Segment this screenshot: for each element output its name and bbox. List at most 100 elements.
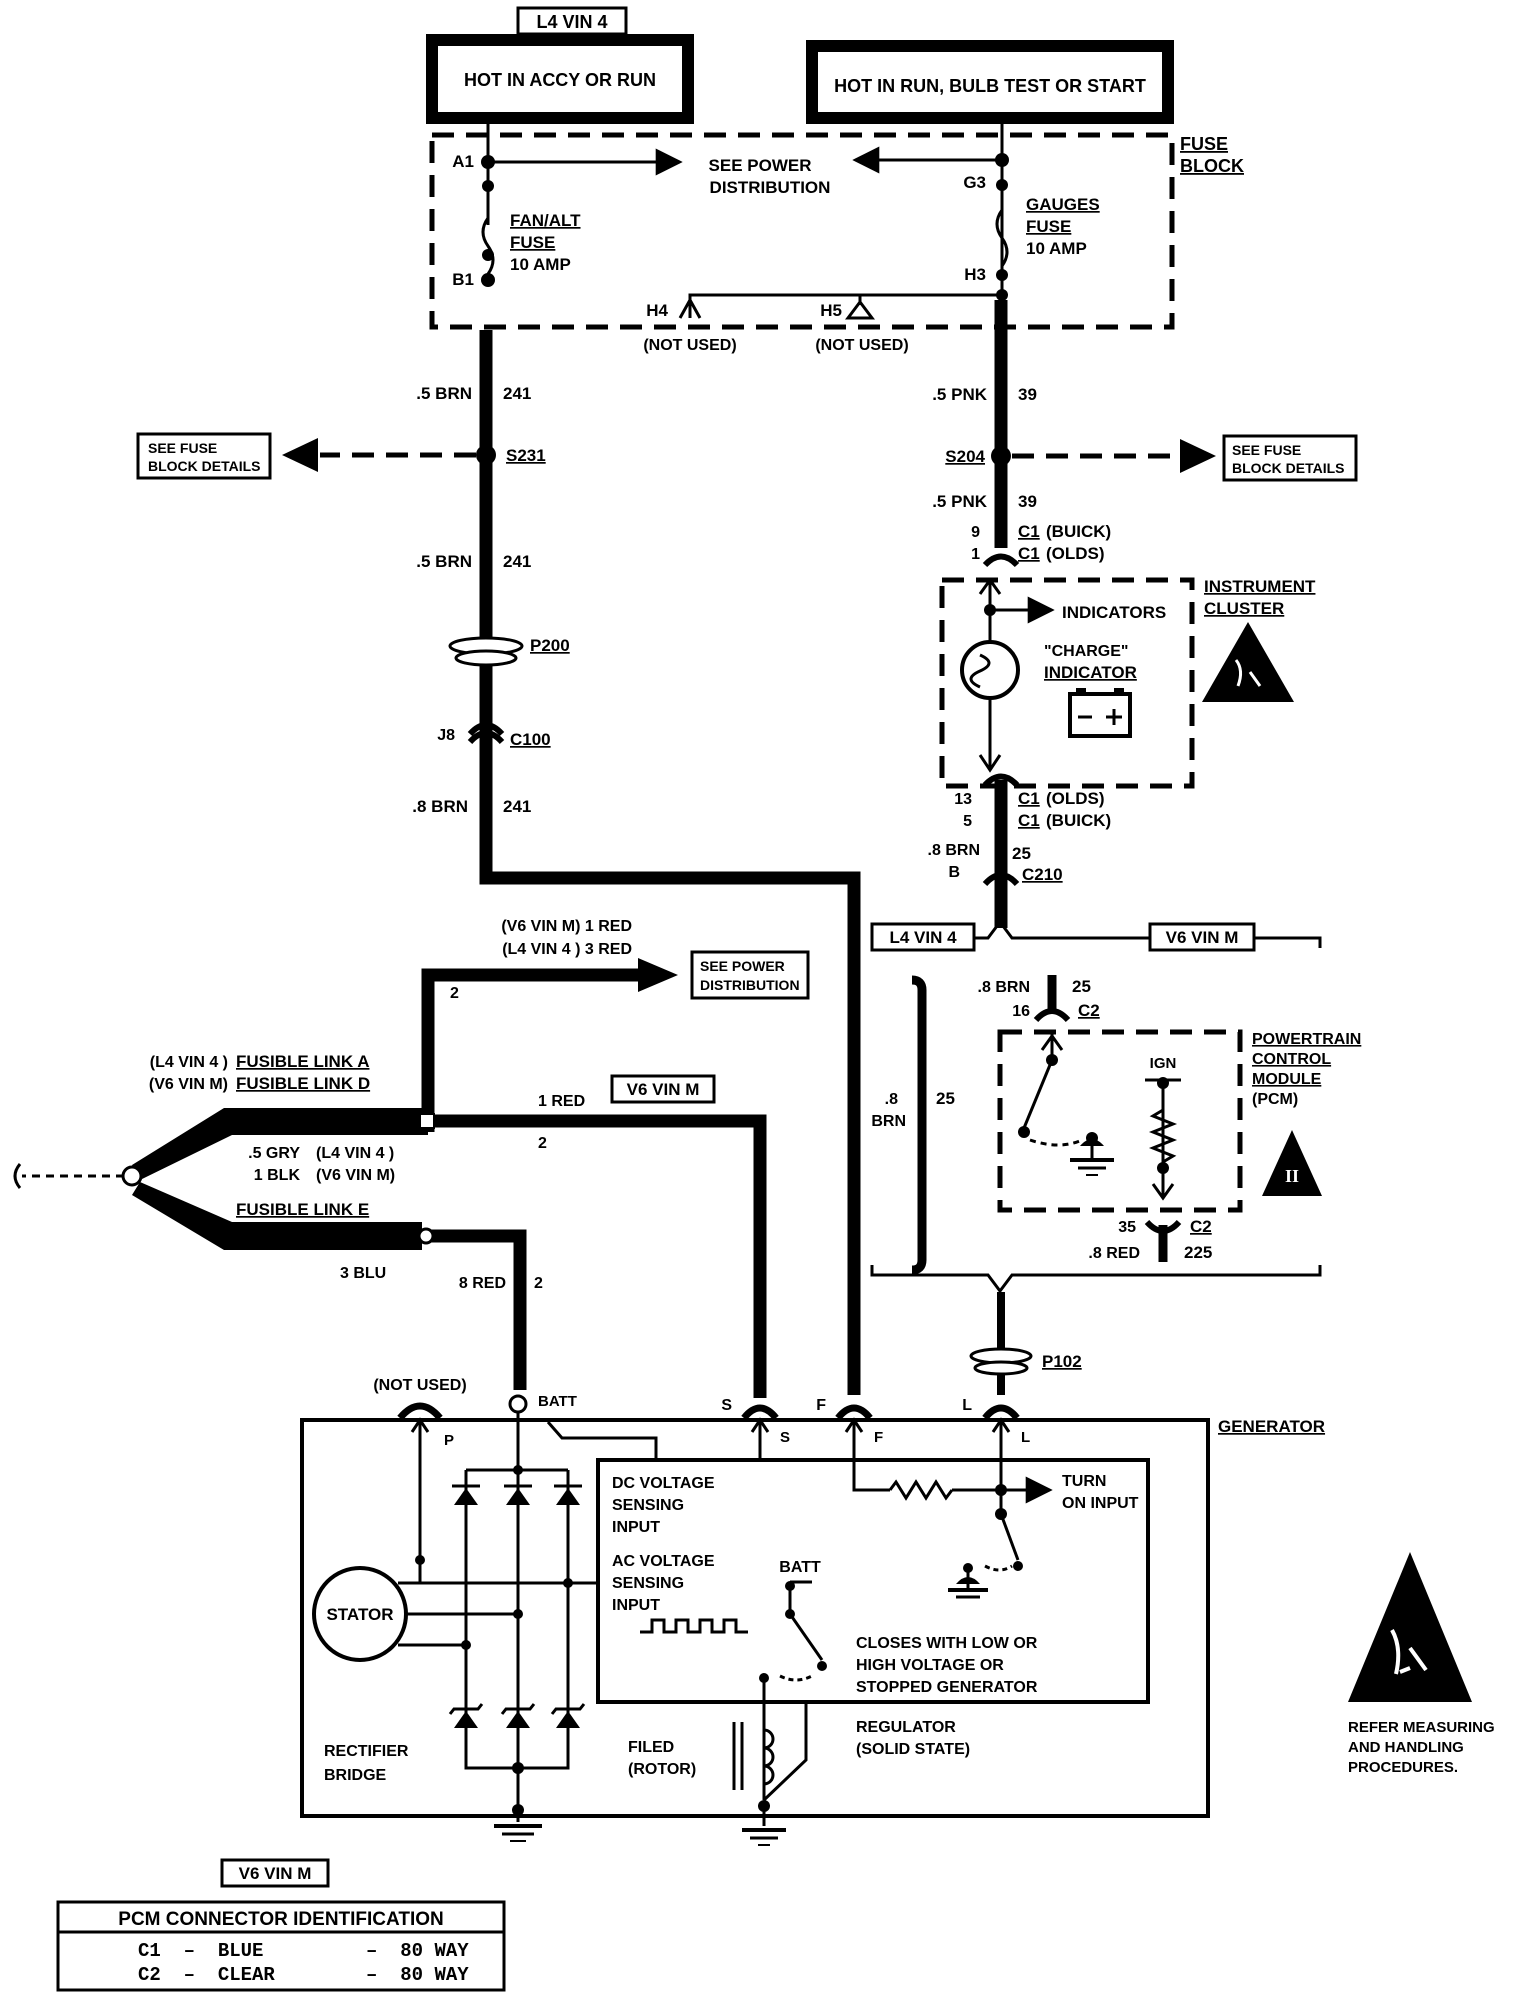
svg-text:CLUSTER: CLUSTER bbox=[1204, 599, 1284, 618]
rectifier-diode-top-2 bbox=[504, 1484, 532, 1505]
svg-text:S: S bbox=[780, 1429, 790, 1446]
svg-text:.5 BRN: .5 BRN bbox=[416, 384, 472, 403]
pcm-id-variant-tag bbox=[220, 1858, 330, 1888]
esd-cluster-icon bbox=[1202, 622, 1294, 702]
svg-text:C1: C1 bbox=[1018, 544, 1040, 563]
svg-text:V6 VIN M: V6 VIN M bbox=[1166, 928, 1239, 947]
svg-text:V6 VIN M: V6 VIN M bbox=[239, 1864, 312, 1883]
fan-alt-fuse-symbol bbox=[481, 217, 495, 275]
svg-text:GENERATOR: GENERATOR bbox=[1218, 1417, 1325, 1436]
c1-top-connector bbox=[982, 553, 1020, 568]
pcm-resistor bbox=[1148, 1108, 1178, 1164]
svg-text:.5 GRY: .5 GRY bbox=[248, 1145, 300, 1162]
turn-on-switch bbox=[999, 1513, 1020, 1561]
svg-text:C1: C1 bbox=[1018, 789, 1040, 808]
svg-text:C210: C210 bbox=[1022, 865, 1063, 884]
battery-connection-icon bbox=[13, 1163, 22, 1189]
svg-text:STOPPED GENERATOR: STOPPED GENERATOR bbox=[856, 1679, 1038, 1696]
svg-text:2: 2 bbox=[534, 1275, 543, 1292]
svg-text:SENSING: SENSING bbox=[612, 1575, 684, 1592]
svg-text:FUSIBLE LINK A: FUSIBLE LINK A bbox=[236, 1052, 369, 1071]
see-fuse-block-right-box bbox=[1222, 434, 1358, 482]
svg-text:DISTRIBUTION: DISTRIBUTION bbox=[710, 178, 831, 197]
svg-text:(L4 VIN 4 ): (L4 VIN 4 ) bbox=[316, 1145, 394, 1162]
regulator-box bbox=[596, 1458, 1150, 1704]
see-fuse-block-left-box bbox=[136, 432, 272, 480]
svg-text:INDICATOR: INDICATOR bbox=[1044, 663, 1137, 682]
svg-text:L4 VIN 4: L4 VIN 4 bbox=[889, 928, 957, 947]
pcm-id-row-c1: C1 – BLUE – 80 WAY bbox=[138, 1940, 469, 1962]
svg-text:(L4 VIN 4 ): (L4 VIN 4 ) bbox=[150, 1054, 228, 1071]
svg-text:"CHARGE": "CHARGE" bbox=[1044, 643, 1129, 660]
rectifier-diode-top-1 bbox=[452, 1484, 480, 1505]
svg-text:.8 BRN: .8 BRN bbox=[412, 797, 468, 816]
svg-text:(NOT USED): (NOT USED) bbox=[815, 337, 908, 354]
svg-text:V6 VIN M: V6 VIN M bbox=[627, 1080, 700, 1099]
h5-terminal bbox=[845, 299, 875, 320]
svg-text:.5 PNK: .5 PNK bbox=[932, 492, 988, 511]
svg-text:GAUGES: GAUGES bbox=[1026, 195, 1100, 214]
svg-text:DISTRIBUTION: DISTRIBUTION bbox=[700, 977, 800, 993]
h4-h5-bus bbox=[688, 293, 1002, 318]
svg-text:25: 25 bbox=[1012, 844, 1031, 863]
svg-text:241: 241 bbox=[503, 552, 531, 571]
svg-text:F: F bbox=[874, 1429, 883, 1446]
svg-text:ON INPUT: ON INPUT bbox=[1062, 1495, 1139, 1512]
svg-text:L: L bbox=[1021, 1429, 1030, 1446]
svg-text:II: II bbox=[1285, 1166, 1299, 1186]
svg-text:35: 35 bbox=[1118, 1219, 1136, 1236]
svg-text:FUSIBLE LINK D: FUSIBLE LINK D bbox=[236, 1074, 370, 1093]
regulator-switch bbox=[788, 1613, 824, 1661]
svg-text:H5: H5 bbox=[820, 301, 842, 320]
svg-text:DC VOLTAGE: DC VOLTAGE bbox=[612, 1475, 715, 1492]
svg-text:.8 BRN: .8 BRN bbox=[978, 979, 1030, 996]
svg-text:BLOCK DETAILS: BLOCK DETAILS bbox=[1232, 460, 1345, 476]
c100-connector bbox=[467, 730, 505, 745]
svg-text:10 AMP: 10 AMP bbox=[1026, 239, 1087, 258]
hot-accy-run-label: HOT IN ACCY OR RUN bbox=[464, 70, 656, 90]
svg-text:(BUICK): (BUICK) bbox=[1046, 811, 1111, 830]
c210-connector bbox=[982, 872, 1020, 887]
svg-text:P200: P200 bbox=[530, 636, 570, 655]
pcm-switch bbox=[1022, 1059, 1054, 1129]
field-rotor-coil bbox=[763, 1728, 775, 1786]
svg-text:3 BLU: 3 BLU bbox=[340, 1265, 386, 1282]
svg-text:AC VOLTAGE: AC VOLTAGE bbox=[612, 1553, 715, 1570]
obd-ii-icon bbox=[1262, 1130, 1322, 1196]
s231-splice bbox=[476, 445, 496, 465]
svg-text:S231: S231 bbox=[506, 446, 546, 465]
svg-text:FUSE: FUSE bbox=[1026, 217, 1071, 236]
b1-pin bbox=[481, 273, 495, 287]
h3-pin bbox=[996, 269, 1008, 281]
svg-text:9: 9 bbox=[971, 524, 980, 541]
v6vinm-red-tag bbox=[610, 1074, 716, 1104]
svg-text:FUSIBLE LINK E: FUSIBLE LINK E bbox=[236, 1200, 369, 1219]
svg-text:39: 39 bbox=[1018, 385, 1037, 404]
svg-text:BRIDGE: BRIDGE bbox=[324, 1767, 387, 1784]
pcm-outline bbox=[997, 1029, 1243, 1213]
svg-text:INPUT: INPUT bbox=[612, 1597, 660, 1614]
svg-text:REGULATOR: REGULATOR bbox=[856, 1719, 956, 1736]
svg-text:241: 241 bbox=[503, 384, 531, 403]
svg-text:B: B bbox=[948, 864, 960, 881]
s204-arrow bbox=[1180, 439, 1216, 473]
svg-text:AND HANDLING: AND HANDLING bbox=[1348, 1739, 1464, 1756]
v6vinm-variant-tag bbox=[1148, 922, 1256, 952]
svg-text:INDICATORS: INDICATORS bbox=[1062, 603, 1166, 622]
fuse-block-outline bbox=[429, 132, 1175, 330]
svg-text:C1: C1 bbox=[1018, 522, 1040, 541]
svg-text:P: P bbox=[444, 1432, 454, 1449]
svg-text:G3: G3 bbox=[963, 173, 986, 192]
svg-text:A1: A1 bbox=[452, 152, 474, 171]
rectifier-diode-top-3 bbox=[554, 1484, 582, 1505]
svg-text:C2: C2 bbox=[1190, 1217, 1212, 1236]
svg-text:F: F bbox=[816, 1397, 826, 1414]
regulator-resistor bbox=[888, 1479, 954, 1501]
svg-text:J8: J8 bbox=[437, 727, 455, 744]
batt-terminal bbox=[508, 1394, 528, 1414]
svg-text:8 RED: 8 RED bbox=[459, 1275, 506, 1292]
svg-text:BATT: BATT bbox=[538, 1393, 577, 1410]
svg-text:C1: C1 bbox=[1018, 811, 1040, 830]
svg-text:10 AMP: 10 AMP bbox=[510, 255, 571, 274]
wire-l4-25 bbox=[911, 975, 927, 1275]
